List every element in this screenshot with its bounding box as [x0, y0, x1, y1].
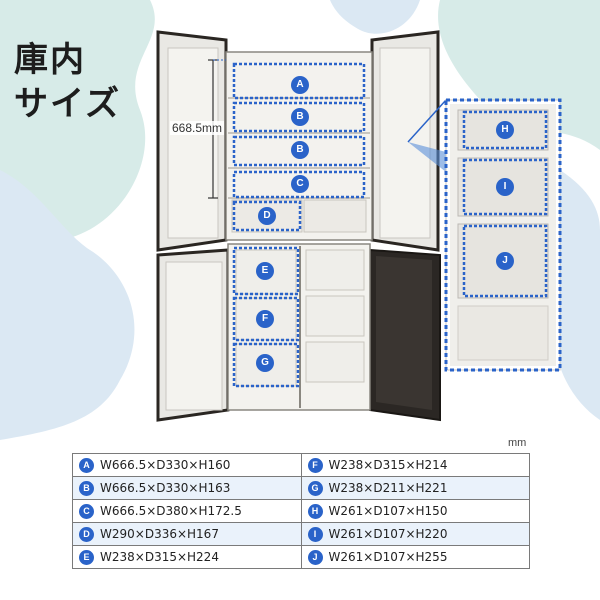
dimension-cell-d: D W290×D336×H167 — [72, 522, 302, 546]
dimension-text: W261×D107×H150 — [328, 504, 448, 518]
badge-c: C — [291, 175, 309, 193]
badge-d: D — [258, 207, 276, 225]
page-title: 庫内 サイズ — [14, 38, 121, 126]
compartment-i — [462, 158, 548, 216]
compartment-e — [232, 246, 300, 296]
letter-badge: I — [307, 526, 323, 542]
dimension-text: W238×D315×H214 — [328, 458, 448, 472]
badge-g: G — [256, 354, 274, 372]
letter-badge: C — [79, 503, 94, 519]
dimension-text: W666.5×D380×H172.5 — [100, 504, 242, 518]
badge-b1: B — [291, 108, 309, 126]
dimension-cell-b: B W666.5×D330×H163 — [72, 476, 302, 500]
letter-badge: H — [307, 503, 323, 519]
badge-b2: B — [291, 141, 309, 159]
dimension-cell-e: E W238×D315×H224 — [72, 545, 302, 569]
badge-a: A — [291, 76, 309, 94]
badge-j: J — [496, 252, 514, 270]
dimensions-table: A W666.5×D330×H160 F W238×D315×H214 B W666.… — [72, 453, 530, 569]
compartment-a — [232, 62, 366, 100]
table-row: C W666.5×D380×H172.5 H W261×D107×H150 — [72, 499, 530, 523]
dimension-cell-g: G W238×D211×H221 — [300, 476, 530, 500]
compartment-b1 — [232, 101, 366, 133]
letter-badge: F — [307, 457, 323, 473]
letter-badge: J — [307, 549, 323, 565]
letter-badge: D — [79, 526, 94, 542]
interior-height-label: 668.5mm — [170, 121, 225, 135]
compartment-g — [232, 342, 300, 388]
table-row: E W238×D315×H224 J W261×D107×H255 — [72, 545, 530, 569]
table-row: D W290×D336×H167 I W261×D107×H220 — [72, 522, 530, 546]
dimension-cell-j: J W261×D107×H255 — [300, 545, 530, 569]
dimension-text: W238×D211×H221 — [328, 481, 448, 495]
dimension-text: W666.5×D330×H160 — [100, 458, 231, 472]
letter-badge: E — [79, 549, 94, 565]
dimension-cell-c: C W666.5×D380×H172.5 — [72, 499, 302, 523]
title-line-2: サイズ — [14, 84, 121, 124]
compartment-b2 — [232, 135, 366, 167]
dimension-text: W261×D107×H255 — [328, 550, 448, 564]
unit-label: mm — [508, 437, 527, 449]
table-row: A W666.5×D330×H160 F W238×D315×H214 — [72, 453, 530, 477]
letter-badge: A — [79, 457, 94, 473]
letter-badge: G — [307, 480, 323, 496]
compartment-f — [232, 296, 300, 342]
letter-badge: B — [79, 480, 94, 496]
compartment-j — [462, 224, 548, 298]
dimension-cell-i: I W261×D107×H220 — [300, 522, 530, 546]
dimension-text: W238×D315×H224 — [100, 550, 219, 564]
dimension-cell-a: A W666.5×D330×H160 — [72, 453, 302, 477]
badge-e: E — [256, 262, 274, 280]
refrigerator-illustration — [156, 30, 562, 422]
title-line-1: 庫内 — [14, 40, 86, 80]
compartment-h — [462, 110, 548, 150]
dimension-text: W666.5×D330×H163 — [100, 481, 231, 495]
compartment-c — [232, 170, 366, 199]
dimension-text: W261×D107×H220 — [328, 527, 448, 541]
dimension-text: W290×D336×H167 — [100, 527, 219, 541]
badge-i: I — [496, 178, 514, 196]
badge-h: H — [496, 121, 514, 139]
dimension-cell-h: H W261×D107×H150 — [300, 499, 530, 523]
table-row: B W666.5×D330×H163 G W238×D211×H221 — [72, 476, 530, 500]
badge-f: F — [256, 310, 274, 328]
compartment-d — [232, 200, 302, 232]
dimension-cell-f: F W238×D315×H214 — [300, 453, 530, 477]
